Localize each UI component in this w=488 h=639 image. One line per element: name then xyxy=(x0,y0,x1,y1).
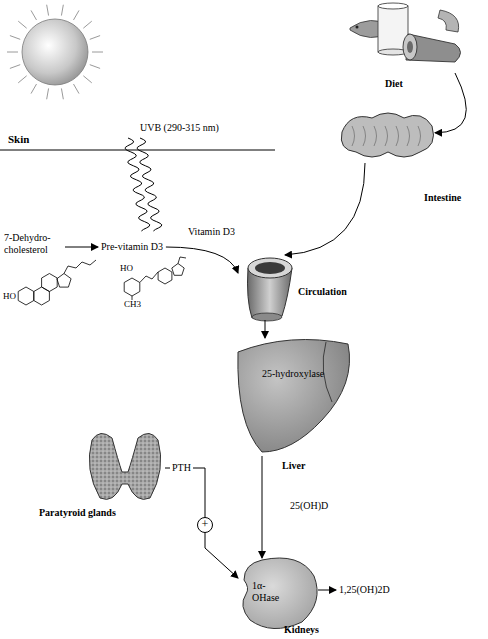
kidney-picture xyxy=(243,558,317,629)
node-label: Liver xyxy=(282,460,305,472)
side-chain xyxy=(64,260,96,274)
uv-waves xyxy=(125,138,162,231)
uv-wave xyxy=(137,138,162,231)
blood-vessel xyxy=(248,258,293,321)
layer-name: Skin xyxy=(8,133,29,145)
edge-label: 25(OH)D xyxy=(288,500,330,512)
sun-ray xyxy=(92,52,103,53)
node-label: 1,25(OH)2D xyxy=(339,584,390,596)
compound-label: Pre-vitamin D3 xyxy=(100,240,164,254)
sun-ray xyxy=(7,52,18,53)
liver-picture xyxy=(238,340,350,453)
pathway-arrow xyxy=(65,247,98,248)
edge-label: Vitamin D3 xyxy=(186,226,237,238)
gut-ridge xyxy=(407,126,410,146)
gut-ridge xyxy=(418,126,421,146)
node-label: Diet xyxy=(385,78,403,90)
atom-label: HO xyxy=(3,290,16,302)
sun-ray xyxy=(90,36,100,40)
node-label: Pre-vitamin D3 xyxy=(101,241,163,253)
sun-ray xyxy=(47,5,49,16)
uv-wave xyxy=(125,138,150,231)
sun-ray xyxy=(31,10,37,20)
stimulus-sign: + xyxy=(197,517,213,533)
liver-box: 25-hydroxylaseLiver xyxy=(232,338,352,456)
node-label: Kidneys xyxy=(284,624,319,636)
chain xyxy=(140,272,158,283)
sun-ray xyxy=(18,21,26,28)
gut-ridge xyxy=(374,126,377,146)
pathway-arrow xyxy=(262,456,263,558)
intestine-box: Intestine xyxy=(340,108,435,163)
gut-ridge xyxy=(396,126,399,146)
gut-ridge xyxy=(385,126,388,146)
circulation-box: Circulation xyxy=(238,255,293,320)
intestine-picture xyxy=(341,113,433,157)
enzyme-label: 25-hydroxylase xyxy=(262,368,324,380)
molecule xyxy=(18,257,186,305)
diet-food xyxy=(350,3,461,62)
sun-ray xyxy=(61,88,63,99)
node-label: Intestine xyxy=(424,192,461,204)
molecule-ring xyxy=(124,278,140,296)
sun-ray xyxy=(61,5,63,16)
parathyroid-box: Paratyroid glands xyxy=(85,430,165,502)
side-chain xyxy=(178,257,186,264)
sun-ray xyxy=(47,88,49,99)
gut-ridge xyxy=(363,126,366,146)
sun-ray xyxy=(83,76,91,83)
node-label: Circulation xyxy=(298,286,347,298)
node-label: 7-Dehydro- cholesterol xyxy=(4,232,62,256)
pathway-arrow xyxy=(285,163,365,255)
diet-picture-box: Diet xyxy=(345,5,465,73)
atom-label: HO xyxy=(120,262,133,274)
pathway-arrow xyxy=(318,590,336,591)
radiation-label: UVB (290-315 nm) xyxy=(140,122,219,134)
pathway-arrow xyxy=(165,468,238,578)
molecule-ring xyxy=(172,264,184,276)
product-label: 1,25(OH)2D xyxy=(338,583,391,597)
pathway-arrow xyxy=(265,320,266,338)
sun-rays xyxy=(7,5,103,100)
sun-ray xyxy=(74,10,80,20)
gut-ridge xyxy=(352,126,355,146)
sun-ray xyxy=(18,76,26,83)
molecule-ring xyxy=(42,274,58,292)
sun-ray xyxy=(74,84,80,94)
molecule-ring xyxy=(18,287,34,305)
sun-ray xyxy=(31,84,37,94)
atom-label: CH3 xyxy=(124,298,141,310)
pathway-arrow xyxy=(435,73,466,133)
sun-ray xyxy=(90,65,100,69)
enzyme-label: 1α-OHase xyxy=(252,580,290,604)
sun-ray xyxy=(10,65,20,69)
sun-ray xyxy=(10,36,20,40)
pathway-arrow xyxy=(166,247,238,273)
sun-ray xyxy=(83,21,91,28)
node-label: Paratyroid glands xyxy=(39,507,116,519)
parathyroid-picture xyxy=(89,433,160,499)
sun xyxy=(22,19,88,85)
molecule-ring xyxy=(158,268,172,284)
molecule-ring xyxy=(57,274,71,288)
edge-label: PTH xyxy=(170,462,193,474)
compound-label: 7-Dehydro- cholesterol xyxy=(3,231,63,257)
kidney-box: 1α-OHaseKidneys xyxy=(238,558,318,628)
